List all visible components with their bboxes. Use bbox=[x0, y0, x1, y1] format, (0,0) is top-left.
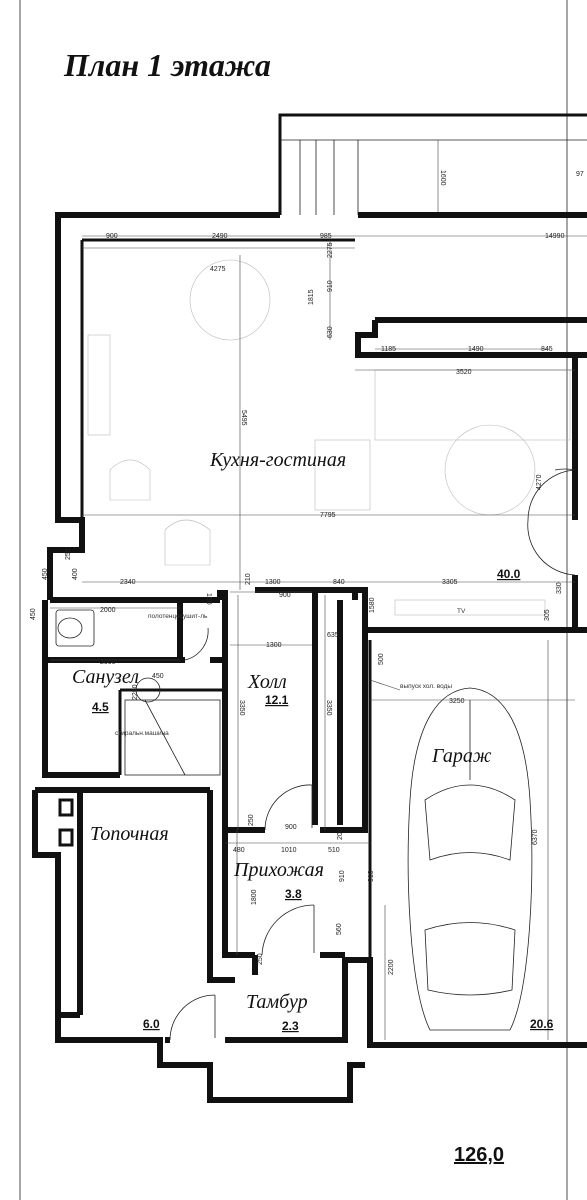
svg-text:1600: 1600 bbox=[439, 170, 446, 186]
svg-text:840: 840 bbox=[333, 579, 345, 586]
room-name-hall: Холл bbox=[247, 671, 287, 693]
svg-text:2250: 2250 bbox=[132, 684, 139, 700]
svg-text:1300: 1300 bbox=[265, 579, 281, 586]
svg-text:510: 510 bbox=[328, 847, 340, 854]
doors bbox=[169, 468, 576, 1041]
car-icon bbox=[407, 687, 533, 1031]
svg-text:1185: 1185 bbox=[381, 346, 396, 353]
svg-text:2200: 2200 bbox=[388, 959, 395, 975]
room-name-bathroom: Санузел bbox=[72, 666, 139, 688]
svg-text:910: 910 bbox=[339, 870, 346, 882]
svg-text:3350: 3350 bbox=[325, 700, 332, 716]
interior-walls bbox=[45, 238, 587, 1045]
svg-text:900: 900 bbox=[106, 233, 118, 240]
svg-text:3250: 3250 bbox=[449, 698, 465, 705]
towel-rail-label: полотенцесушит-ль bbox=[148, 613, 208, 620]
total-area: 126,0 bbox=[454, 1144, 504, 1166]
svg-text:2000: 2000 bbox=[100, 659, 116, 666]
svg-text:2000: 2000 bbox=[100, 607, 116, 614]
svg-text:150: 150 bbox=[205, 593, 212, 605]
svg-text:450: 450 bbox=[42, 568, 49, 580]
svg-text:250: 250 bbox=[257, 953, 264, 965]
svg-text:3520: 3520 bbox=[456, 369, 472, 376]
water-outlet-note: выпуск хол. воды bbox=[400, 683, 452, 690]
svg-text:2340: 2340 bbox=[120, 579, 136, 586]
svg-text:480: 480 bbox=[233, 847, 245, 854]
svg-text:900: 900 bbox=[279, 592, 291, 599]
svg-text:1580: 1580 bbox=[369, 597, 376, 613]
svg-text:985: 985 bbox=[320, 233, 332, 240]
svg-text:330: 330 bbox=[556, 582, 563, 594]
svg-text:1490: 1490 bbox=[468, 346, 484, 353]
svg-text:3350: 3350 bbox=[238, 700, 245, 716]
svg-text:1010: 1010 bbox=[281, 847, 297, 854]
room-name-vestibule: Тамбур bbox=[246, 991, 308, 1013]
svg-text:910: 910 bbox=[327, 280, 334, 292]
svg-text:200: 200 bbox=[337, 828, 344, 840]
room-name-boiler: Топочная bbox=[90, 823, 169, 845]
exterior-walls bbox=[32, 212, 587, 1103]
dimension-labels: 900 2490 985 14990 4275 2275 1815 910 63… bbox=[30, 233, 565, 975]
svg-text:97: 97 bbox=[576, 171, 584, 178]
svg-text:845: 845 bbox=[541, 346, 553, 353]
svg-text:7795: 7795 bbox=[320, 512, 336, 519]
dimension-lines bbox=[50, 235, 587, 1040]
room-area-vestibule: 2.3 bbox=[282, 1019, 299, 1033]
svg-text:305: 305 bbox=[544, 609, 551, 621]
room-area-entry: 3.8 bbox=[285, 887, 302, 901]
svg-text:450: 450 bbox=[30, 608, 37, 620]
svg-text:900: 900 bbox=[285, 824, 297, 831]
room-area-bathroom: 4.5 bbox=[92, 700, 109, 714]
room-area-hall: 12.1 bbox=[265, 693, 289, 707]
svg-text:635: 635 bbox=[327, 632, 339, 639]
svg-text:2490: 2490 bbox=[212, 233, 228, 240]
svg-text:14990: 14990 bbox=[545, 233, 565, 240]
washer-label: стиральн.машина bbox=[115, 730, 169, 737]
room-name-entry: Прихожая bbox=[233, 859, 324, 881]
svg-text:3305: 3305 bbox=[442, 579, 458, 586]
boiler-fixtures bbox=[58, 798, 74, 847]
svg-text:4275: 4275 bbox=[210, 266, 226, 273]
svg-text:1815: 1815 bbox=[308, 289, 315, 305]
plan-title: План 1 этажа bbox=[63, 47, 271, 83]
svg-text:6370: 6370 bbox=[532, 829, 539, 845]
room-area-kitchen: 40.0 bbox=[497, 567, 521, 581]
svg-text:210: 210 bbox=[245, 573, 252, 585]
svg-text:255: 255 bbox=[65, 548, 72, 560]
svg-text:400: 400 bbox=[72, 568, 79, 580]
terrace: 1600 97 bbox=[278, 113, 587, 215]
svg-text:450: 450 bbox=[152, 673, 164, 680]
room-area-boiler: 6.0 bbox=[143, 1017, 160, 1031]
svg-text:5495: 5495 bbox=[240, 410, 247, 426]
svg-text:500: 500 bbox=[378, 653, 385, 665]
svg-text:630: 630 bbox=[327, 326, 334, 338]
furniture: TV bbox=[87, 259, 571, 616]
svg-text:2275: 2275 bbox=[327, 242, 334, 258]
svg-text:1800: 1800 bbox=[251, 889, 258, 905]
svg-text:560: 560 bbox=[336, 923, 343, 935]
svg-text:250: 250 bbox=[248, 814, 255, 826]
bathroom-fixtures: полотенцесушит-ль стиральн.машина bbox=[55, 609, 221, 776]
svg-text:910: 910 bbox=[368, 870, 375, 882]
svg-text:1300: 1300 bbox=[266, 642, 282, 649]
room-name-kitchen: Кухня-гостиная bbox=[209, 449, 346, 471]
room-area-garage: 20.6 bbox=[530, 1017, 554, 1031]
svg-text:4270: 4270 bbox=[536, 474, 543, 490]
tv-label: TV bbox=[457, 608, 466, 615]
room-name-garage: Гараж bbox=[431, 745, 492, 767]
